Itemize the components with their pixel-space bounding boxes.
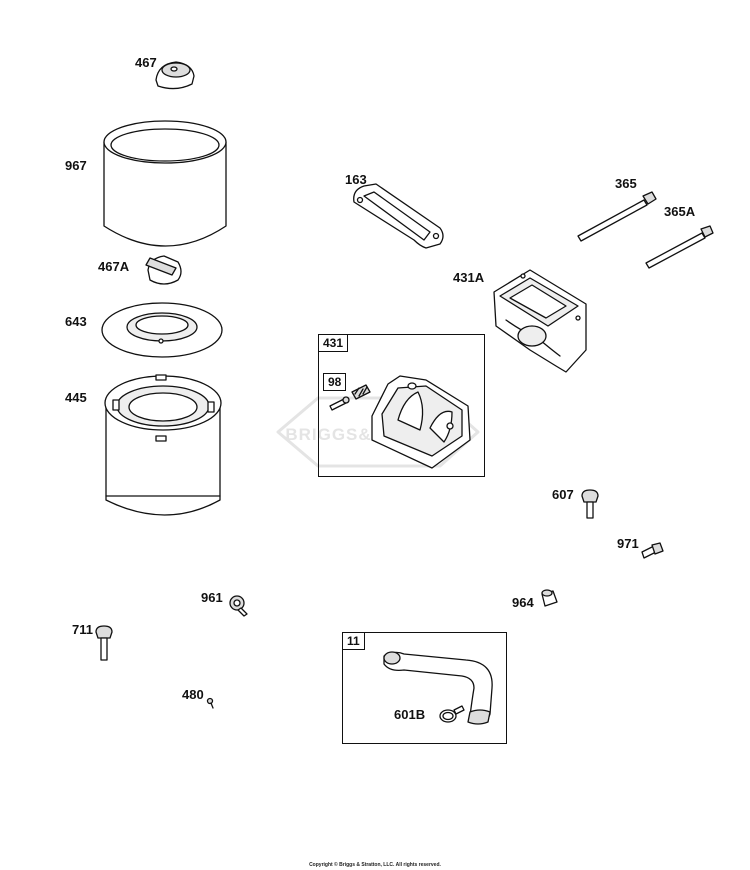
screw-98-drawing bbox=[329, 384, 371, 411]
part-label-431[interactable]: 431 bbox=[318, 334, 349, 352]
copyright-notice: Copyright © Briggs & Stratton, LLC. All … bbox=[309, 862, 441, 868]
gasket-163-drawing bbox=[353, 183, 444, 249]
part-label-163[interactable]: 163 bbox=[345, 172, 367, 187]
part-label-607[interactable]: 607 bbox=[552, 487, 574, 502]
bolt-607-drawing bbox=[581, 489, 599, 519]
part-label-431A[interactable]: 431A bbox=[453, 270, 485, 285]
part-label-961[interactable]: 961 bbox=[201, 590, 223, 605]
knob-467A-drawing bbox=[145, 255, 182, 285]
part-label-365A[interactable]: 365A bbox=[664, 204, 696, 219]
part-label-601B[interactable]: 601B bbox=[394, 707, 426, 722]
pin-480-drawing bbox=[206, 697, 214, 709]
part-label-967[interactable]: 967 bbox=[65, 158, 87, 173]
assembly-11-frame bbox=[342, 632, 507, 744]
hose-11-drawing bbox=[383, 651, 493, 725]
part-label-971[interactable]: 971 bbox=[617, 536, 639, 551]
part-label-445[interactable]: 445 bbox=[65, 390, 87, 405]
bolt-711-drawing bbox=[95, 625, 113, 661]
part-label-480[interactable]: 480 bbox=[182, 687, 204, 702]
screw-961-drawing bbox=[229, 595, 248, 617]
bolt-365-drawing bbox=[577, 191, 657, 242]
assembly-431-frame bbox=[318, 334, 485, 477]
part-label-467[interactable]: 467 bbox=[135, 55, 157, 70]
part-label-98[interactable]: 98 bbox=[323, 373, 347, 391]
bolt-365A-drawing bbox=[645, 225, 714, 269]
clamp-601B-drawing bbox=[439, 705, 465, 723]
plate-643-drawing bbox=[101, 302, 223, 358]
knob-467-drawing bbox=[155, 61, 195, 90]
part-label-711[interactable]: 711 bbox=[72, 622, 93, 637]
part-label-365[interactable]: 365 bbox=[615, 176, 637, 191]
spacer-431-drawing bbox=[371, 375, 471, 469]
bolt-971-drawing bbox=[641, 542, 664, 559]
adapter-431A-drawing bbox=[493, 269, 587, 373]
sleeve-964-drawing bbox=[541, 589, 558, 607]
filter-445-drawing bbox=[104, 374, 222, 516]
part-label-964[interactable]: 964 bbox=[512, 595, 534, 610]
sleeve-967-drawing bbox=[103, 120, 227, 247]
part-label-643[interactable]: 643 bbox=[65, 314, 87, 329]
part-label-467A[interactable]: 467A bbox=[98, 259, 130, 274]
part-label-11[interactable]: 11 bbox=[342, 632, 365, 650]
